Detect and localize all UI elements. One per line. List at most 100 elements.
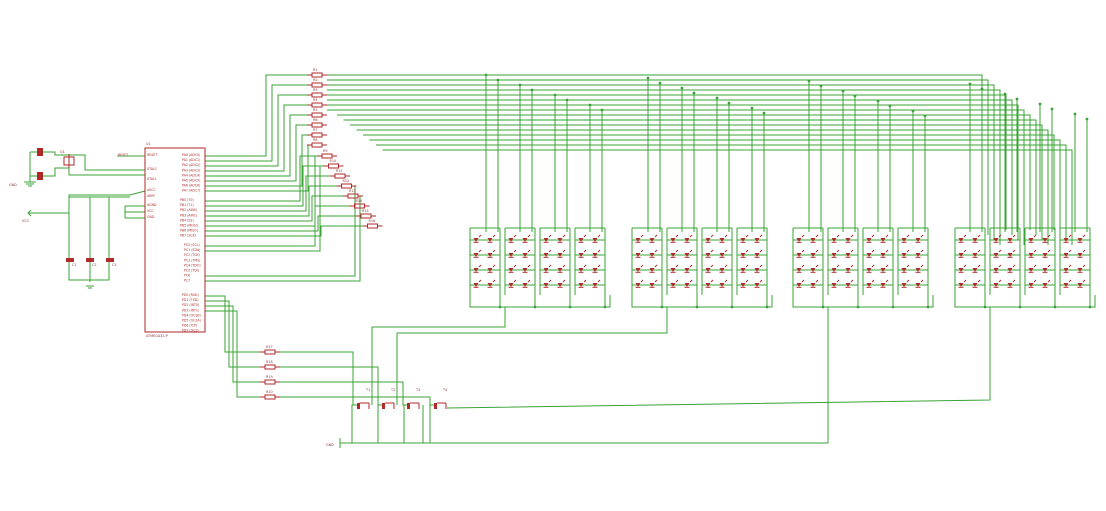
led[interactable] [487,234,496,243]
led[interactable] [831,279,840,288]
microcontroller[interactable]: U1 ATMEGA32-P RESET [118,142,206,338]
transistor-t2[interactable]: T2 [382,388,395,409]
led[interactable] [845,234,854,243]
led[interactable] [670,234,679,243]
transistor-t4[interactable]: T4 [434,388,447,409]
led[interactable] [1042,264,1051,273]
led[interactable] [649,279,658,288]
led[interactable] [915,264,924,273]
led[interactable] [740,279,749,288]
led[interactable] [1077,249,1086,258]
led[interactable] [1007,234,1016,243]
led[interactable] [684,249,693,258]
led[interactable] [473,234,482,243]
led[interactable] [958,249,967,258]
led[interactable] [670,279,679,288]
led[interactable] [754,249,763,258]
led[interactable] [880,249,889,258]
led[interactable] [705,249,714,258]
resistor-r3[interactable]: R3 [307,88,327,98]
resistor-r2[interactable]: R2 [307,78,327,88]
led[interactable] [487,249,496,258]
led[interactable] [649,264,658,273]
led[interactable] [796,249,805,258]
resistor-r1[interactable]: R1 [307,68,327,78]
led[interactable] [649,249,658,258]
led[interactable] [740,249,749,258]
resistor-r8[interactable]: R8 [307,138,327,148]
led[interactable] [901,279,910,288]
resistor-r12[interactable]: R12 [336,179,357,189]
led[interactable] [1028,279,1037,288]
led[interactable] [915,279,924,288]
led[interactable] [754,279,763,288]
resistor-r14[interactable]: R14 [349,199,370,209]
led[interactable] [845,249,854,258]
led[interactable] [522,279,531,288]
led[interactable] [972,249,981,258]
led[interactable] [487,279,496,288]
led[interactable] [866,249,875,258]
led[interactable] [543,234,552,243]
resistor-r17[interactable]: R17 [260,345,280,355]
led[interactable] [880,279,889,288]
capacitor-c2[interactable]: C2 [86,258,97,267]
led[interactable] [522,264,531,273]
led[interactable] [1063,234,1072,243]
resistor-r20[interactable]: R20 [260,390,280,400]
led[interactable] [740,234,749,243]
led[interactable] [972,264,981,273]
led[interactable] [1007,249,1016,258]
resistor-r19[interactable]: R19 [260,375,280,385]
led[interactable] [993,249,1002,258]
led[interactable] [557,234,566,243]
led[interactable] [796,234,805,243]
led[interactable] [578,279,587,288]
led[interactable] [880,264,889,273]
led[interactable] [684,279,693,288]
led[interactable] [993,264,1002,273]
led[interactable] [557,249,566,258]
led[interactable] [1063,249,1072,258]
led[interactable] [670,249,679,258]
led[interactable] [578,234,587,243]
led[interactable] [592,234,601,243]
resistor-r6[interactable]: R6 [307,118,327,128]
led[interactable] [915,234,924,243]
led[interactable] [705,234,714,243]
led[interactable] [557,264,566,273]
capacitor-c1[interactable]: C1 [66,258,77,267]
led[interactable] [866,234,875,243]
led[interactable] [719,234,728,243]
resistor-r7[interactable]: R7 [307,128,327,138]
led[interactable] [972,279,981,288]
led[interactable] [866,264,875,273]
led[interactable] [522,234,531,243]
resistor-r13[interactable]: R13 [343,189,363,199]
led[interactable] [635,279,644,288]
led[interactable] [845,264,854,273]
led[interactable] [754,234,763,243]
led[interactable] [719,279,728,288]
led[interactable] [684,264,693,273]
led[interactable] [473,264,482,273]
led[interactable] [635,249,644,258]
led[interactable] [901,264,910,273]
led[interactable] [522,249,531,258]
led[interactable] [508,234,517,243]
transistor-t1[interactable]: T1 [357,388,370,409]
led[interactable] [810,264,819,273]
led[interactable] [508,279,517,288]
led[interactable] [1007,279,1016,288]
led[interactable] [592,279,601,288]
led[interactable] [740,264,749,273]
led[interactable] [473,279,482,288]
led[interactable] [635,234,644,243]
led[interactable] [831,249,840,258]
led[interactable] [1077,264,1086,273]
led[interactable] [557,279,566,288]
led[interactable] [487,264,496,273]
led[interactable] [866,279,875,288]
led[interactable] [719,249,728,258]
led[interactable] [1028,249,1037,258]
